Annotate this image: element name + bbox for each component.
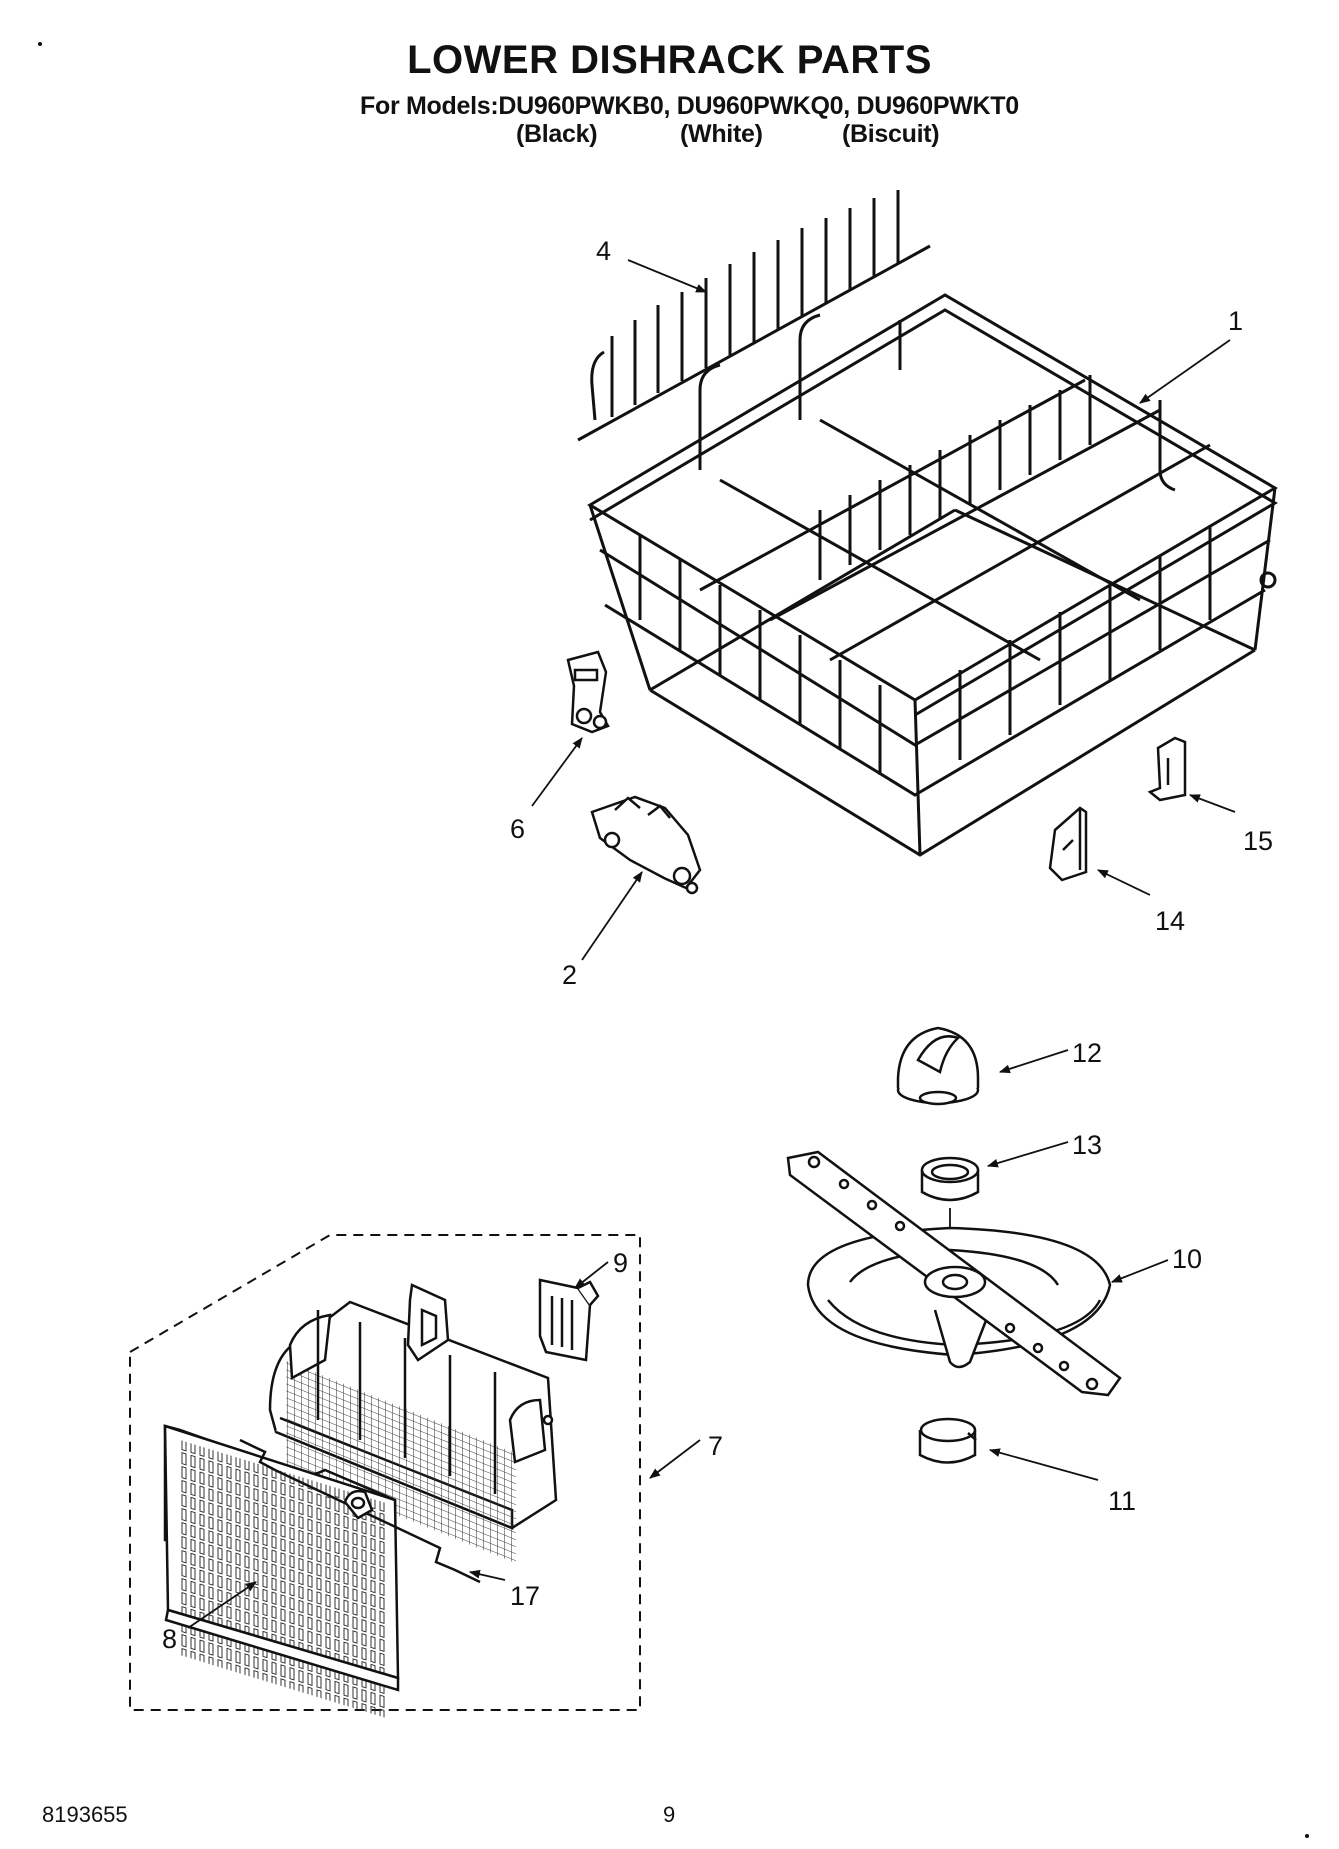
callout-9: 9 bbox=[613, 1248, 628, 1278]
document-number: 8193655 bbox=[42, 1802, 128, 1827]
silverware-basket-part-7 bbox=[268, 1283, 558, 1564]
variant-biscuit: (Biscuit) bbox=[842, 120, 940, 148]
tine-row-part-4 bbox=[577, 190, 931, 442]
callout-15: 15 bbox=[1243, 826, 1273, 856]
basket-lid-part-8 bbox=[163, 1424, 400, 1719]
scan-speck-bottom bbox=[1305, 1834, 1309, 1838]
retaining-ring-part-11 bbox=[918, 1417, 977, 1464]
roller-assembly-part-2 bbox=[590, 795, 702, 895]
callout-1: 1 bbox=[1228, 306, 1243, 336]
page-number: 9 bbox=[663, 1802, 676, 1827]
basket-group-outline bbox=[129, 1234, 641, 1711]
scan-speck-top bbox=[38, 42, 42, 46]
page-title: LOWER DISHRACK PARTS bbox=[407, 38, 932, 82]
callout-10: 10 bbox=[1172, 1244, 1202, 1274]
roller-clip-part-6 bbox=[566, 650, 610, 734]
bracket-part-14 bbox=[1048, 806, 1088, 882]
variant-black: (Black) bbox=[516, 120, 598, 148]
model-list: For Models:DU960PWKB0, DU960PWKQ0, DU960… bbox=[360, 92, 1019, 120]
callout-17: 17 bbox=[510, 1581, 540, 1611]
callout-2: 2 bbox=[562, 960, 577, 990]
wash-arm-assembly-part-10 bbox=[786, 1150, 1122, 1397]
callout-7: 7 bbox=[708, 1431, 723, 1461]
basket-cover-part-9 bbox=[538, 1278, 600, 1362]
leader-lines bbox=[187, 259, 1236, 1629]
seal-ring-part-13 bbox=[920, 1156, 980, 1202]
variant-white: (White) bbox=[680, 120, 763, 148]
hinge-wire-part-17 bbox=[239, 1438, 481, 1584]
clip-part-15 bbox=[1147, 736, 1187, 802]
callout-6: 6 bbox=[510, 814, 525, 844]
callout-8: 8 bbox=[162, 1624, 177, 1654]
wash-arm-cap-part-12 bbox=[896, 1026, 980, 1106]
callout-4: 4 bbox=[596, 236, 611, 266]
callout-12: 12 bbox=[1072, 1038, 1102, 1068]
callout-13: 13 bbox=[1072, 1130, 1102, 1160]
dish-rack-part-1 bbox=[587, 293, 1278, 857]
callout-11: 11 bbox=[1108, 1486, 1136, 1516]
callout-14: 14 bbox=[1155, 906, 1185, 936]
